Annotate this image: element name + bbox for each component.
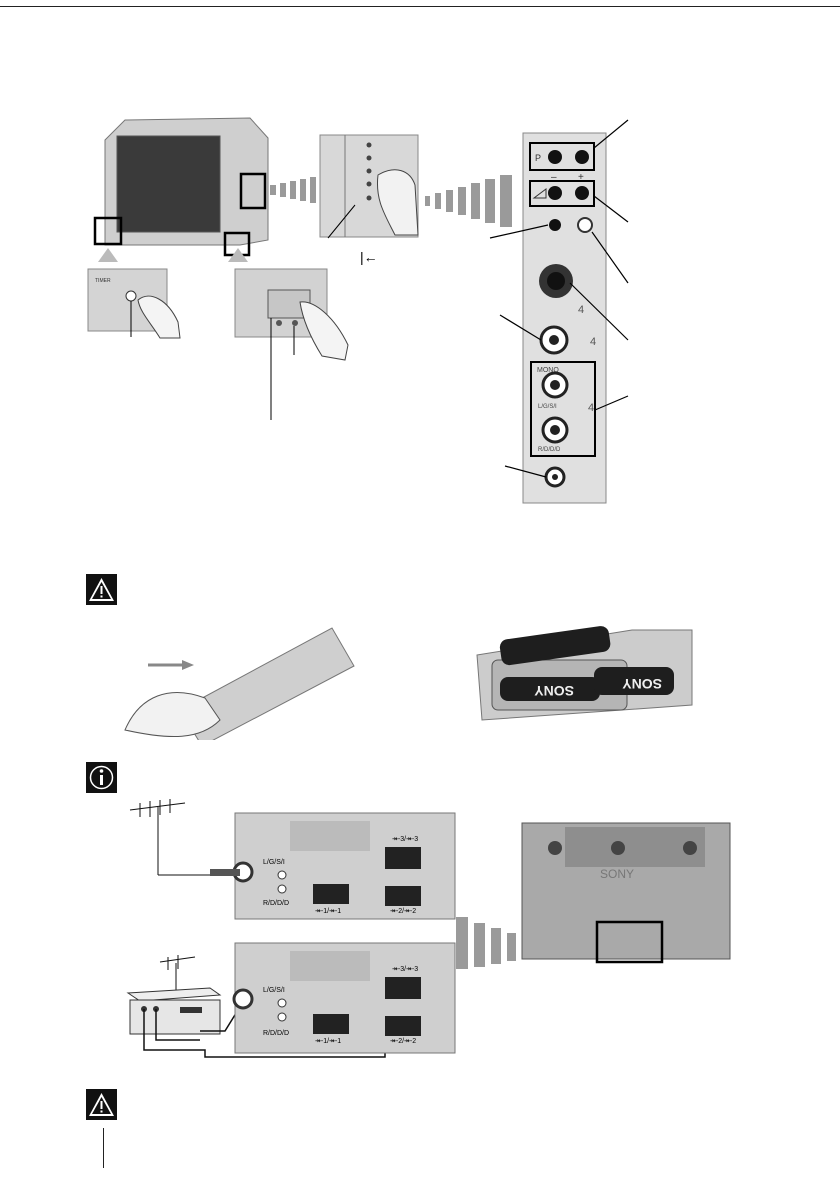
programme-symbol: P xyxy=(535,153,541,163)
scart1-label-2: ↠-1/↠-1 xyxy=(315,1038,341,1045)
tv-set xyxy=(93,117,269,257)
scart2-label-1: ↠-2/↠-2 xyxy=(390,908,416,915)
input-select-symbol: |← xyxy=(360,249,378,265)
av4-video-number: 4 xyxy=(590,336,596,348)
up-arrow-left xyxy=(98,248,118,262)
connection-illustration: L/G/S/I R/D/D/D ↠-1/↠-1 ↠-3/↠-3 ↠-2/↠-2 … xyxy=(126,799,731,1058)
av4-svideo-number: 4 xyxy=(578,304,584,316)
front-right-zoom xyxy=(234,268,349,420)
scart1-label-1: ↠-1/↠-1 xyxy=(315,908,341,915)
plus-label: + xyxy=(578,172,584,183)
mono-label: MONO xyxy=(537,367,559,374)
remote-battery-illustration: SONY SONY xyxy=(476,626,693,721)
minus-label: – xyxy=(551,172,557,183)
top-rule xyxy=(0,6,840,7)
antenna-1 xyxy=(129,799,220,876)
warning-icon xyxy=(86,574,117,605)
info-icon xyxy=(86,762,117,793)
tv-front-illustration: |← TIMER P – + 4 xyxy=(87,117,629,504)
highlight-box-left xyxy=(93,216,123,246)
side-button-zoom: |← xyxy=(319,134,419,265)
remote-open-illustration xyxy=(124,627,355,740)
up-arrow-right xyxy=(228,248,248,262)
highlight-box-side xyxy=(239,172,267,210)
antenna-2 xyxy=(159,955,196,993)
side-control-panel: P – + 4 4 MONO L/G/S/I R/D/D/D 4 xyxy=(522,132,607,504)
right-audio-label: R/D/D/D xyxy=(538,447,561,453)
audio-left-label-1: L/G/S/I xyxy=(263,859,285,866)
tv-back: SONY xyxy=(521,822,731,964)
scart2-label-2: ↠-2/↠-2 xyxy=(390,1038,416,1045)
front-left-zoom: TIMER xyxy=(87,268,181,339)
vcr-device xyxy=(126,987,222,1035)
back-panel-1: L/G/S/I R/D/D/D ↠-1/↠-1 ↠-3/↠-3 ↠-2/↠-2 xyxy=(210,812,456,920)
zoom-connector-1 xyxy=(270,177,316,203)
battery-brand-2: SONY xyxy=(622,676,662,692)
scart3-label-1: ↠-3/↠-3 xyxy=(392,836,418,843)
callout-lines xyxy=(489,119,629,478)
audio-right-label-2: R/D/D/D xyxy=(263,1030,289,1037)
svg-text:TIMER: TIMER xyxy=(95,278,111,284)
battery-brand-1: SONY xyxy=(534,683,574,699)
left-audio-label: L/G/S/I xyxy=(538,404,557,410)
zoom-connector-2 xyxy=(425,175,512,227)
audio-right-label-1: R/D/D/D xyxy=(263,900,289,907)
back-panel-2: L/G/S/I R/D/D/D ↠-1/↠-1 ↠-3/↠-3 ↠-2/↠-2 xyxy=(232,942,456,1054)
warning-icon-bottom xyxy=(86,1089,117,1120)
margin-rule xyxy=(103,1128,104,1168)
av4-audio-number: 4 xyxy=(588,402,594,414)
audio-left-label-2: L/G/S/I xyxy=(263,987,285,994)
scart3-label-2: ↠-3/↠-3 xyxy=(392,966,418,973)
tv-back-brand: SONY xyxy=(600,867,634,881)
